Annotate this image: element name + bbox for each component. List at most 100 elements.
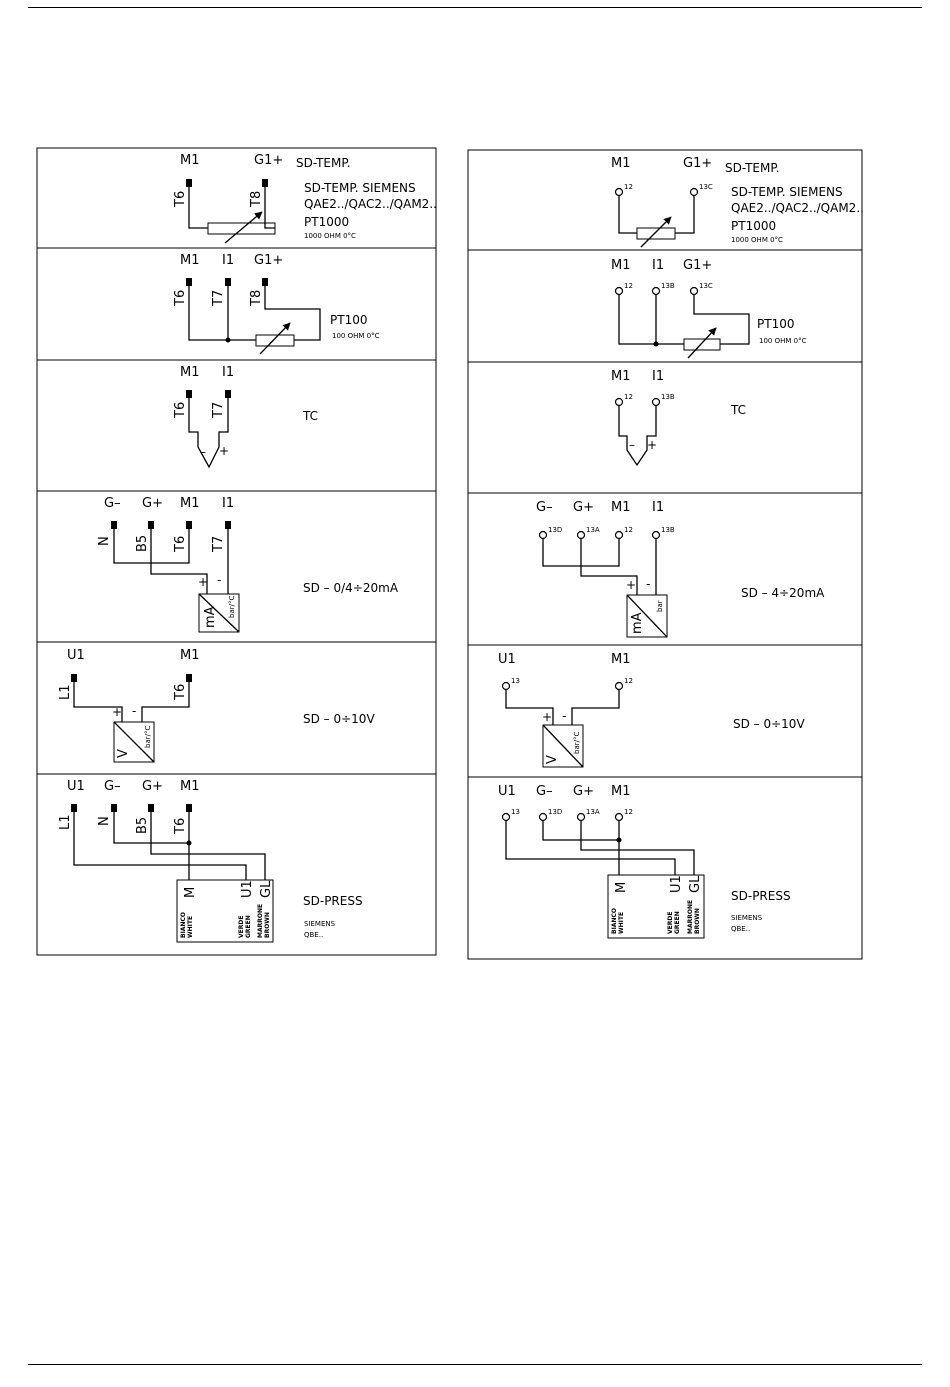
svg-text:VERDE: VERDE: [238, 916, 245, 938]
right-sd-temp-section: M1 G1+ 12 13C SD-TEMP. SD-TEMP. SIEMENS …: [611, 156, 864, 248]
terminal-ring: [689, 187, 699, 197]
svg-text:SD – 4÷20mA: SD – 4÷20mA: [741, 586, 825, 600]
junction-dot: [225, 337, 231, 343]
svg-text:T6: T6: [173, 536, 188, 553]
svg-text:SD – 0÷10V: SD – 0÷10V: [733, 717, 805, 731]
left-ma-section: G– G+ M1 I1 N B5 T6 T7 + - mA bar/°C SD …: [97, 496, 399, 633]
svg-text:SD-TEMP. SIEMENS: SD-TEMP. SIEMENS: [731, 185, 843, 199]
svg-text:N: N: [97, 536, 112, 546]
svg-text:M1: M1: [611, 258, 631, 273]
svg-text:GL: GL: [688, 875, 703, 893]
svg-text:M1: M1: [611, 652, 631, 667]
svg-text:G–: G–: [536, 784, 553, 799]
svg-text:WHITE: WHITE: [187, 916, 194, 938]
svg-text:SD-TEMP.: SD-TEMP.: [725, 161, 780, 175]
svg-text:M1: M1: [611, 156, 631, 171]
svg-text:13A: 13A: [586, 526, 600, 534]
tc-label: TC: [302, 409, 318, 423]
svg-text:B5: B5: [135, 535, 150, 552]
svg-text:T6: T6: [173, 818, 188, 835]
left-pt100-section: M1 I1 G1+ T6 T7 T8 PT100 100 OHM 0°C: [173, 253, 380, 355]
svg-text:13: 13: [511, 808, 520, 816]
svg-text:bar: bar: [656, 600, 664, 612]
pressure-transducer-box: [176, 879, 274, 943]
right-panel: M1 G1+ 12 13C SD-TEMP. SD-TEMP. SIEMENS …: [467, 149, 864, 960]
terminal-t8-label: T8: [249, 290, 264, 307]
svg-text:13B: 13B: [661, 393, 675, 401]
terminal-i1-label: I1: [222, 253, 234, 268]
svg-text:M1: M1: [611, 500, 631, 515]
svg-text:PT1000: PT1000: [731, 219, 776, 233]
thermocouple-symbol: [618, 406, 657, 467]
svg-text:T7: T7: [211, 536, 226, 553]
svg-text:U1: U1: [240, 880, 255, 898]
svg-text:13D: 13D: [548, 526, 562, 534]
svg-text:+: +: [542, 710, 552, 724]
svg-text:bar/°C: bar/°C: [228, 596, 236, 618]
left-v-section: U1 M1 L1 T6 + - V bar/°C SD – 0÷10V: [58, 648, 375, 763]
svg-text:13C: 13C: [699, 282, 713, 290]
terminal-m1-label: M1: [180, 153, 200, 168]
svg-text:T6: T6: [173, 684, 188, 701]
svg-text:1000 OHM 0°C: 1000 OHM 0°C: [731, 236, 783, 244]
svg-text:U1: U1: [669, 875, 684, 893]
left-tc-section: M1 I1 T6 T7 – + TC: [173, 365, 318, 469]
svg-text:BROWN: BROWN: [264, 912, 271, 938]
svg-text:G+: G+: [142, 779, 163, 794]
svg-text:mA: mA: [630, 612, 645, 634]
resistor-symbol: [683, 338, 721, 351]
svg-text:+: +: [647, 438, 657, 452]
svg-text:QBE..: QBE..: [731, 925, 750, 933]
svg-text:MARRONE: MARRONE: [687, 900, 694, 934]
transducer-box: [198, 593, 240, 633]
svg-text:13B: 13B: [661, 526, 675, 534]
sd-temp-title: SD-TEMP.: [296, 156, 351, 170]
sd-temp-subtitle: SD-TEMP. SIEMENS: [304, 181, 416, 195]
svg-text:12: 12: [624, 526, 633, 534]
right-panel-frame: [467, 149, 863, 960]
left-press-section: U1 G– G+ M1 L1 N B5 T6 M U1 GL BIANCO WH…: [58, 779, 363, 943]
svg-text:–: –: [629, 438, 635, 452]
svg-text:I1: I1: [652, 369, 664, 384]
svg-text:-: -: [646, 577, 650, 591]
svg-text:12: 12: [624, 282, 633, 290]
svg-text:U1: U1: [67, 648, 85, 663]
svg-text:GL: GL: [259, 880, 274, 898]
right-tc-section: M1 I1 12 13B – + TC: [611, 369, 746, 467]
transducer-box: [626, 594, 668, 638]
svg-text:M1: M1: [611, 784, 631, 799]
ma-label: SD – 0/4÷20mA: [303, 581, 399, 595]
svg-text:+: +: [112, 705, 122, 719]
thermocouple-symbol: [188, 398, 229, 469]
right-ma-section: G– G+ M1 I1 13D 13A 12 13B + - mA bar SD…: [536, 500, 825, 638]
terminal-ring: [614, 187, 624, 197]
resistor-symbol: [636, 227, 676, 240]
svg-text:PT100: PT100: [757, 317, 794, 331]
svg-text:BIANCO: BIANCO: [611, 908, 618, 934]
svg-text:G–: G–: [104, 779, 121, 794]
terminal-t8-label: T8: [249, 191, 264, 208]
terminal-t7-label: T7: [211, 402, 226, 419]
svg-text:I1: I1: [652, 500, 664, 515]
transducer-box: [113, 721, 155, 763]
svg-text:M1: M1: [180, 496, 200, 511]
svg-text:U1: U1: [67, 779, 85, 794]
resistor-symbol: [255, 334, 295, 347]
svg-text:V: V: [545, 755, 560, 764]
svg-text:G1+: G1+: [683, 156, 712, 171]
svg-text:G1+: G1+: [683, 258, 712, 273]
sensor-type: PT1000: [304, 215, 349, 229]
sd-temp-models: QAE2../QAC2../QAM2..: [304, 197, 437, 211]
svg-text:13C: 13C: [699, 183, 713, 191]
svg-text:100 OHM 0°C: 100 OHM 0°C: [759, 337, 807, 345]
terminal-i1-label: I1: [222, 365, 234, 380]
pressure-transducer-box: [607, 874, 705, 939]
svg-text:I1: I1: [652, 258, 664, 273]
svg-text:G+: G+: [573, 500, 594, 515]
svg-text:GREEN: GREEN: [674, 911, 681, 934]
svg-text:-: -: [562, 709, 566, 723]
right-pt100-section: M1 I1 G1+ 12 13B 13C PT100 100 OHM 0°C: [611, 258, 807, 359]
svg-text:U1: U1: [498, 784, 516, 799]
svg-text:N: N: [97, 816, 112, 826]
terminal-m1-label: M1: [180, 365, 200, 380]
